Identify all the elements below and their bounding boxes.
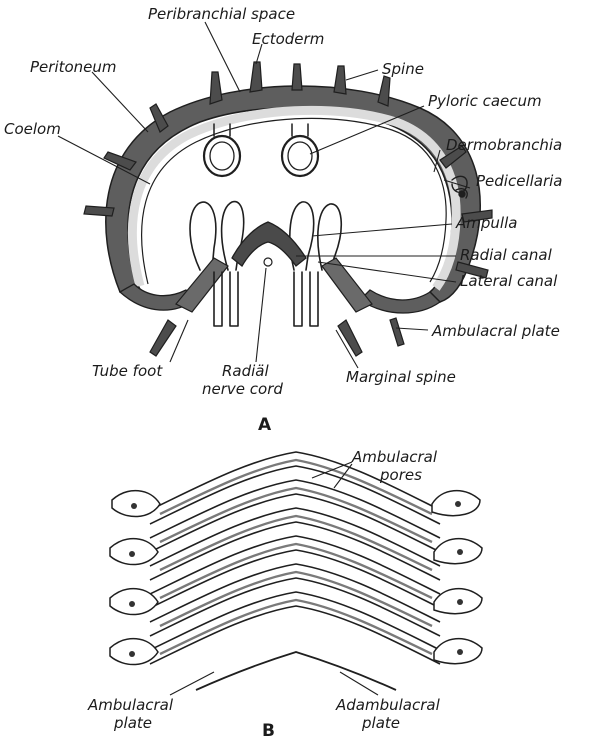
label-marginal-spine: Marginal spine (346, 368, 456, 386)
label-coelom: Coelom (4, 120, 61, 138)
label-peritoneum: Peritoneum (30, 58, 117, 76)
label-adambulacral-plate-2: plate (361, 714, 400, 732)
label-ampulla: Ampulla (455, 214, 517, 232)
marginal-spines (150, 318, 404, 356)
label-ambulacral-plate: Ambulacral plate (431, 322, 560, 340)
figure-a-labels: Peribranchial space Ectoderm Spine Perit… (4, 5, 563, 435)
label-ambulacral-pores-1: Ambulacral (351, 448, 438, 466)
label-pyloric-caecum: Pyloric caecum (428, 92, 542, 110)
figure-a-letter: A (258, 415, 272, 435)
label-dermobranchia: Dermobranchia (446, 136, 562, 154)
label-ambulacral-plate-b-1: Ambulacral (87, 696, 174, 714)
label-ambulacral-pores-2: pores (379, 466, 422, 484)
label-radial-nerve-cord-1: Radiäl (222, 362, 269, 380)
radial-nerve-cord-mark (264, 258, 272, 266)
figure-b-letter: B (262, 721, 275, 741)
lateral-canal-left (176, 258, 228, 312)
label-ectoderm: Ectoderm (252, 30, 324, 48)
label-spine: Spine (382, 60, 424, 78)
ambulacral-groove-floor (196, 652, 396, 690)
lower-wall-right (360, 290, 440, 313)
label-lateral-canal: Lateral canal (460, 272, 558, 290)
label-tube-foot: Tube foot (92, 362, 163, 380)
label-peribranchial-space: Peribranchial space (148, 5, 295, 23)
label-radial-nerve-cord-2: nerve cord (202, 380, 283, 398)
tube-feet (214, 272, 318, 326)
label-ambulacral-plate-b-2: plate (113, 714, 152, 732)
label-radial-canal: Radial canal (460, 246, 553, 264)
figure-a-cross-section (58, 22, 492, 368)
figure-b-ambulacral-groove (110, 452, 482, 695)
label-pedicellaria: Pedicellaria (476, 172, 563, 190)
label-adambulacral-plate-1: Adambulacral (335, 696, 441, 714)
